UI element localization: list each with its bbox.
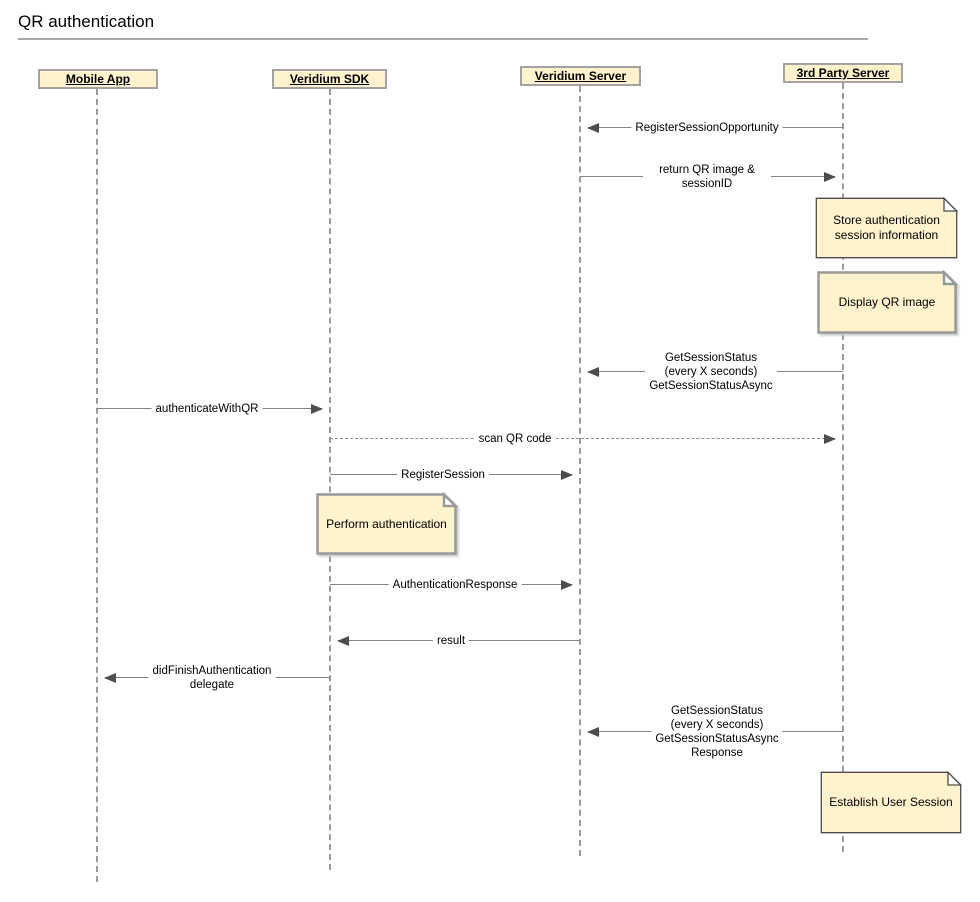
arrowhead-left-icon bbox=[337, 635, 349, 646]
arrowhead-right-icon bbox=[561, 469, 573, 480]
message-label: scan QR code bbox=[474, 432, 556, 446]
note-store-auth-session: Store authentication session information bbox=[815, 197, 958, 259]
lifeline-mobile-app bbox=[96, 89, 98, 882]
arrowhead-left-icon bbox=[587, 122, 599, 133]
arrowhead-right-icon bbox=[824, 171, 836, 182]
message-label: result bbox=[432, 634, 470, 648]
note-establish-user-session: Establish User Session bbox=[820, 771, 962, 834]
arrowhead-right-icon bbox=[561, 579, 573, 590]
message-label: GetSessionStatus (every X seconds) GetSe… bbox=[651, 704, 783, 760]
note-display-qr-image: Display QR image bbox=[816, 270, 958, 335]
message-label: return QR image & sessionID bbox=[643, 163, 771, 191]
message-label: AuthenticationResponse bbox=[388, 578, 522, 592]
actor-label: 3rd Party Server bbox=[796, 66, 890, 80]
message-label: authenticateWithQR bbox=[151, 402, 263, 416]
note-text: Display QR image bbox=[838, 295, 936, 309]
actor-box-3rd-party-server: 3rd Party Server bbox=[783, 63, 903, 83]
note-text: Perform authentication bbox=[326, 516, 447, 531]
arrowhead-left-icon bbox=[587, 366, 599, 377]
actor-label: Veridium SDK bbox=[289, 72, 370, 86]
actor-box-mobile-app: Mobile App bbox=[38, 69, 158, 89]
message-label: GetSessionStatus (every X seconds) GetSe… bbox=[645, 351, 777, 393]
diagram-title: QR authentication bbox=[18, 12, 155, 31]
note-shape-icon bbox=[316, 492, 458, 555]
lifeline-3rd-party-server bbox=[842, 83, 844, 852]
message-label: RegisterSession bbox=[397, 468, 489, 482]
note-text: Store authentication session information bbox=[833, 213, 940, 242]
actor-box-veridium-server: Veridium Server bbox=[520, 66, 641, 86]
title-divider bbox=[18, 38, 868, 40]
actor-label: Mobile App bbox=[65, 72, 131, 86]
lifeline-veridium-server bbox=[579, 86, 581, 856]
arrowhead-left-icon bbox=[104, 672, 116, 683]
arrowhead-right-icon bbox=[311, 403, 323, 414]
note-shape-icon bbox=[820, 771, 962, 834]
message-label: RegisterSessionOpportunity bbox=[631, 121, 783, 135]
message-label: didFinishAuthentication delegate bbox=[148, 664, 276, 692]
note-perform-authentication: Perform authentication bbox=[315, 492, 458, 556]
message-line-dashed bbox=[330, 438, 835, 439]
arrowhead-left-icon bbox=[587, 726, 599, 737]
actor-label: Veridium Server bbox=[534, 69, 627, 83]
lifeline-veridium-sdk bbox=[329, 89, 331, 870]
note-text: Establish User Session bbox=[829, 795, 953, 809]
note-shape-icon bbox=[817, 270, 958, 334]
arrowhead-right-icon bbox=[824, 433, 836, 444]
actor-box-veridium-sdk: Veridium SDK bbox=[272, 69, 387, 89]
note-shape-icon bbox=[815, 197, 958, 259]
